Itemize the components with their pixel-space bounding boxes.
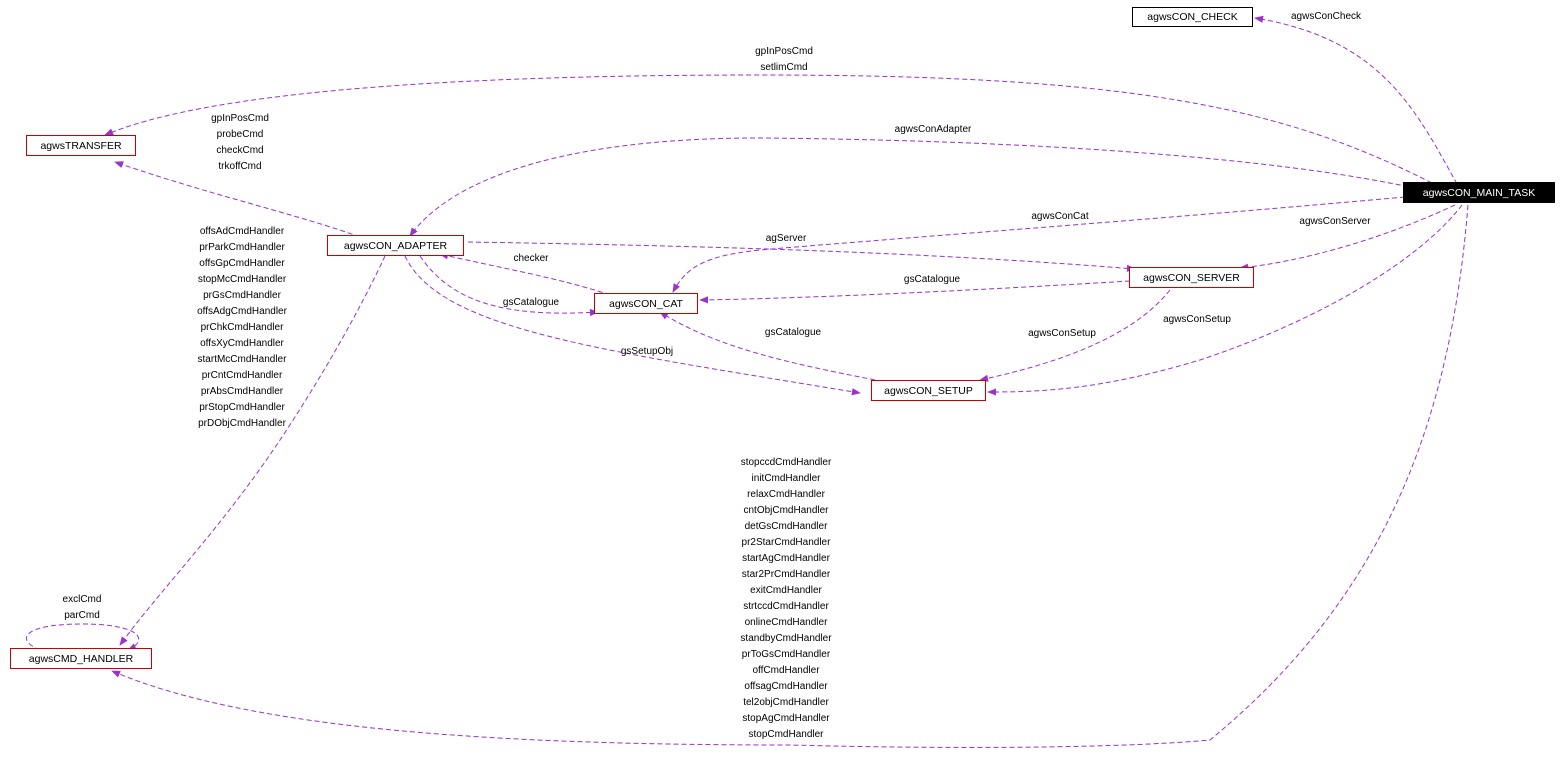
label-main-handlers: stopccdCmdHandler initCmdHandler relaxCmdH… [740, 455, 831, 743]
edge-label-line: prParkCmdHandler [199, 242, 285, 253]
edge-label-line: startMcCmdHandler [197, 354, 287, 365]
edge-adapter-to-cmd-handler [119, 255, 386, 646]
edge-label-line: pr2StarCmdHandler [741, 537, 831, 548]
edge-label-line: prToGsCmdHandler [741, 649, 831, 660]
edge-label-line: agwsConCat [1031, 211, 1089, 222]
label-agws-con-cat: agwsConCat [1031, 209, 1088, 225]
edge-label-line: offsagCmdHandler [744, 681, 828, 692]
edge-main-to-server [1239, 204, 1456, 271]
edge-adapter-to-cat [419, 255, 599, 317]
label-adapter-handlers: offsAdCmdHandler prParkCmdHandler offsGpCm… [197, 224, 287, 432]
edge-label-line: prDObjCmdHandler [198, 418, 286, 429]
node-agws-con-check[interactable]: agwsCON_CHECK [1132, 7, 1253, 27]
edge-label-line: gpInPosCmd [211, 113, 269, 124]
node-agws-con-adapter[interactable]: agwsCON_ADAPTER [327, 235, 464, 256]
edge-label-line: gsSetupObj [620, 346, 674, 357]
edge-label-line: agwsConSetup [1163, 314, 1231, 325]
edge-main-to-adapter [409, 137, 1456, 237]
edge-label-line: startAgCmdHandler [742, 553, 830, 564]
edge-label-line: relaxCmdHandler [747, 489, 825, 500]
label-gs-setup-obj: gsSetupObj [621, 344, 673, 360]
label-gs-catalogue-server: gsCatalogue [904, 272, 960, 288]
edge-label-line: standbyCmdHandler [740, 633, 832, 644]
edge-label-line: offsXyCmdHandler [200, 338, 284, 349]
edge-label-line: exitCmdHandler [750, 585, 822, 596]
edge-adapter-to-setup [404, 255, 861, 396]
edge-label-line: offsAdgCmdHandler [197, 306, 287, 317]
edge-adapter-to-server [467, 241, 1136, 272]
edge-label-line: stopMcCmdHandler [197, 274, 287, 285]
edge-main-to-cat [672, 196, 1406, 293]
edge-label-line: cntObjCmdHandler [743, 505, 829, 516]
node-agws-con-cat[interactable]: agwsCON_CAT [594, 293, 698, 314]
edge-label-line: gsCatalogue [764, 327, 822, 338]
label-con-setup-main: agwsConSetup [1163, 312, 1231, 328]
edge-label-line: offsAdCmdHandler [199, 226, 285, 237]
edge-label-line: prCntCmdHandler [201, 370, 283, 381]
edge-label-line: tel2objCmdHandler [743, 697, 829, 708]
edge-label-line: agwsConAdapter [894, 124, 972, 135]
edge-label-line: probeCmd [216, 129, 264, 140]
edge-label-line: checkCmd [216, 145, 264, 156]
edge-label-line: agwsConServer [1299, 216, 1371, 227]
edge-main-to-transfer [104, 74, 1461, 199]
edge-label-line: initCmdHandler [751, 473, 821, 484]
edge-label-line: gsCatalogue [903, 274, 961, 285]
node-agws-con-server[interactable]: agwsCON_SERVER [1129, 267, 1254, 288]
label-gs-catalogue-adapter: gsCatalogue [503, 295, 559, 311]
edge-label-line: gpInPosCmd [755, 46, 813, 57]
label-agws-con-server: agwsConServer [1299, 214, 1370, 230]
edge-main-to-setup [987, 204, 1463, 396]
node-agws-transfer[interactable]: agwsTRANSFER [26, 135, 136, 156]
label-ag-server: agServer [766, 231, 807, 247]
edge-label-line: offCmdHandler [752, 665, 820, 676]
edge-cat-to-adapter [439, 252, 611, 296]
node-agws-con-setup[interactable]: agwsCON_SETUP [871, 380, 986, 401]
edge-server-to-setup [979, 289, 1171, 382]
edge-label-line: agwsConCheck [1290, 11, 1362, 22]
edge-label-line: agwsConSetup [1028, 328, 1096, 339]
edge-label-line: setlimCmd [760, 62, 808, 73]
edge-main-to-check [1254, 15, 1466, 199]
label-checker: checker [513, 251, 548, 267]
edge-label-line: stopAgCmdHandler [742, 713, 830, 724]
edge-main-to-cmd-handler [111, 204, 1469, 748]
edge-label-line: prGsCmdHandler [203, 290, 281, 301]
label-main-to-transfer: gpInPosCmd setlimCmd [755, 44, 813, 76]
edge-label-line: onlineCmdHandler [744, 617, 828, 628]
edge-label-line: offsGpCmdHandler [199, 258, 285, 269]
edge-setup-to-cat [659, 311, 876, 381]
edge-cmd-handler-self-loop [25, 623, 140, 651]
label-gs-catalogue-setup: gsCatalogue [765, 325, 821, 341]
edge-label-line: detGsCmdHandler [744, 521, 828, 532]
edge-label-line: prChkCmdHandler [200, 322, 284, 333]
edge-label-line: checker [513, 253, 549, 264]
label-con-setup-server: agwsConSetup [1028, 326, 1096, 342]
label-adapter-to-transfer: gpInPosCmd probeCmd checkCmd trkoffCmd [211, 111, 269, 175]
edge-label-line: exclCmd [62, 594, 102, 605]
edge-label-line: agServer [765, 233, 807, 244]
edge-label-line: strtccdCmdHandler [743, 601, 829, 612]
edge-server-to-cat [699, 280, 1131, 304]
node-agws-cmd-handler[interactable]: agwsCMD_HANDLER [10, 648, 152, 669]
edge-label-line: trkoffCmd [218, 161, 262, 172]
edge-label-line: gsCatalogue [502, 297, 560, 308]
edge-label-line: stopCmdHandler [748, 729, 824, 740]
edge-label-line: stopccdCmdHandler [740, 457, 832, 468]
edge-label-line: prAbsCmdHandler [200, 386, 284, 397]
edge-adapter-to-transfer [114, 161, 361, 238]
label-self-loop: exclCmd parCmd [63, 592, 102, 624]
edge-label-line: star2PrCmdHandler [741, 569, 831, 580]
edge-label-line: prStopCmdHandler [199, 402, 285, 413]
edge-label-line: parCmd [64, 610, 100, 621]
label-agws-con-check: agwsConCheck [1291, 9, 1361, 25]
label-agws-con-adapter: agwsConAdapter [895, 122, 972, 138]
node-agws-con-main-task[interactable]: agwsCON_MAIN_TASK [1403, 182, 1555, 203]
